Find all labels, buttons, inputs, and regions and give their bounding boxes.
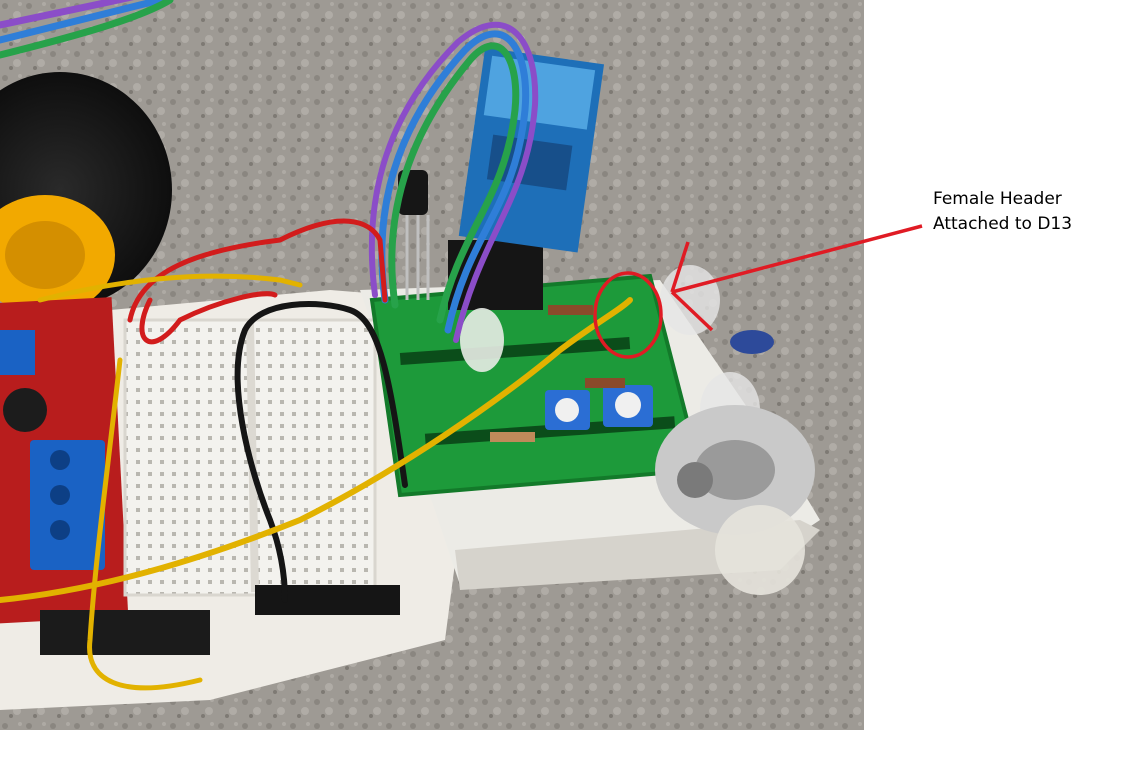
callout-label: Female Header Attached to D13 (933, 187, 1123, 237)
pointer-line (671, 224, 923, 294)
wires (0, 0, 633, 691)
rgb-led (460, 308, 504, 372)
motor-driver (0, 297, 129, 624)
black-header-front (255, 585, 400, 615)
wheel (0, 72, 172, 315)
caster-wheel (655, 405, 815, 595)
ir-receiver (730, 330, 774, 354)
callout-line-1: Female Header (933, 189, 1062, 209)
green-shield (369, 273, 703, 498)
callout-line-2: Attached to D13 (933, 214, 1073, 234)
switch-header (40, 610, 210, 655)
arrow-head-lower (670, 290, 714, 332)
robot-photo (0, 0, 864, 730)
arrow-head-upper (670, 241, 690, 293)
highlight-circle (593, 271, 663, 359)
